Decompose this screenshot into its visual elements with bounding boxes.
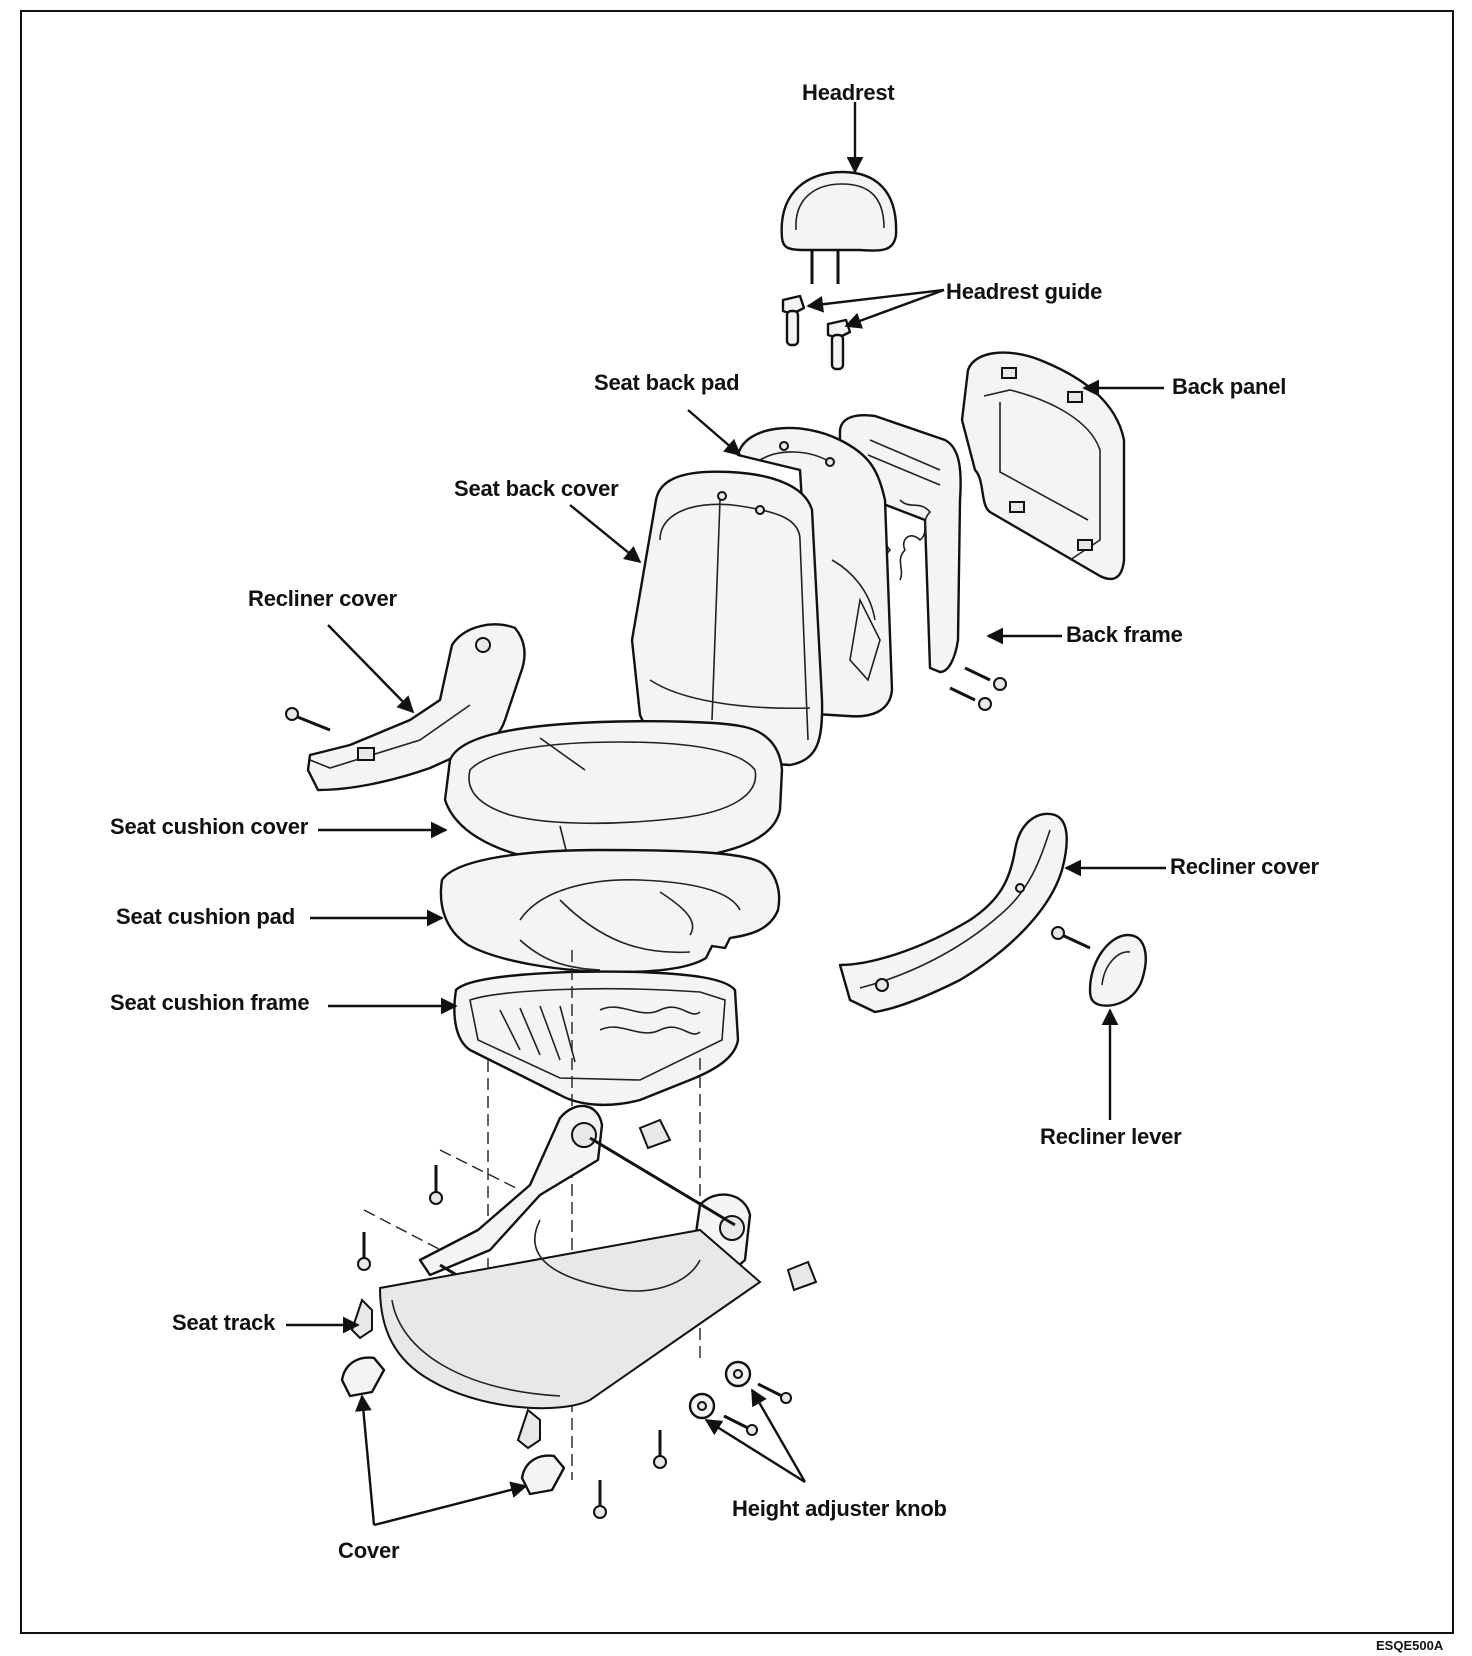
label-headrest: Headrest (802, 80, 895, 105)
label-height-adjuster-knob: Height adjuster knob (732, 1496, 947, 1521)
recliner-lever-part (1088, 933, 1147, 1007)
label-headrest-guide: Headrest guide (946, 279, 1103, 304)
bolts (357, 1165, 667, 1519)
label-recliner-cover-right: Recliner cover (1170, 854, 1319, 879)
seat-cushion-pad-part (439, 848, 781, 974)
back-panel-part (960, 351, 1126, 581)
label-back-panel: Back panel (1172, 374, 1287, 399)
figure-code: ESQE500A (1376, 1638, 1444, 1653)
headrest-part (780, 170, 898, 284)
leader-lines (286, 102, 1166, 1527)
cover-part (340, 1356, 566, 1496)
label-seat-cushion-pad: Seat cushion pad (116, 904, 295, 929)
label-recliner-cover-left: Recliner cover (248, 586, 397, 611)
seat-cushion-frame-part (453, 970, 740, 1107)
label-seat-back-cover: Seat back cover (454, 476, 619, 501)
label-seat-cushion-frame: Seat cushion frame (110, 990, 310, 1015)
seat-cushion-cover-part (443, 720, 784, 867)
headrest-guide-part (781, 294, 852, 371)
label-cover: Cover (338, 1538, 400, 1563)
brackets (638, 1118, 818, 1292)
recliner-cover-right-part (838, 812, 1091, 1014)
height-adjuster-knob-part (688, 1360, 792, 1436)
label-seat-track: Seat track (172, 1310, 276, 1335)
label-seat-cushion-cover: Seat cushion cover (110, 814, 309, 839)
label-recliner-lever: Recliner lever (1040, 1124, 1182, 1149)
label-seat-back-pad: Seat back pad (594, 370, 740, 395)
label-back-frame: Back frame (1066, 622, 1183, 647)
diagram-frame (20, 10, 1454, 1634)
